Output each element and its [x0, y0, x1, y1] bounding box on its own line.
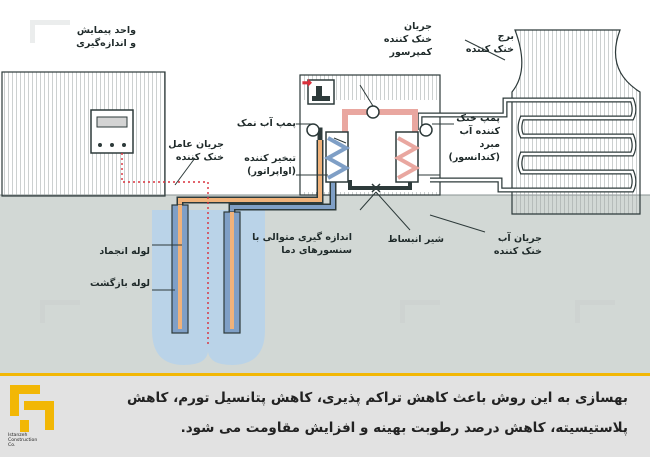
watermark [30, 20, 615, 323]
leader-line [359, 191, 377, 211]
water-flow-label: جریان آب خنک کننده [486, 232, 542, 258]
compressor-base [312, 96, 330, 101]
condenser-zigzag [393, 136, 421, 180]
label-line: کمپرسور [389, 47, 432, 58]
control-knob [110, 143, 114, 147]
evaporator-label: تبخیر کننده (اواپراتور) [232, 152, 296, 178]
refrigerant-loop-lower [348, 180, 412, 190]
label-line: پمپ خنک [456, 113, 500, 124]
water-pipe-supply-inner [418, 98, 520, 130]
freeze-pipe-inner [178, 205, 182, 329]
company-logo [10, 385, 54, 432]
label-line: خنک کننده [175, 152, 224, 163]
logo-line: Construction [8, 438, 38, 443]
logo-text: Istanzeh Construction Co. [8, 433, 66, 448]
leader-line [375, 191, 411, 231]
caption-footer: Istanzeh Construction Co. بهسازی به این … [0, 373, 650, 457]
cooling-tower [511, 29, 641, 215]
leader-line [429, 214, 486, 233]
footer-accent-line [0, 373, 650, 376]
leader-line [174, 157, 196, 186]
cooling-pump-label: پمپ خنک کننده آب مبرد (کندانسور) [440, 112, 501, 164]
refrigerant-loop [342, 109, 418, 150]
continuous-measure-label: اندازه گیری متوالی با سنسورهای دما [240, 231, 352, 257]
label-line: برج [497, 31, 514, 42]
compressor-flow-label: جریان خنک کننده کمپرسور [360, 20, 432, 59]
label-line: خنک کننده [493, 246, 542, 257]
brine-pump [306, 123, 320, 137]
label-line: (کندانسور) [448, 152, 501, 163]
label-line: سنسورهای دما [281, 245, 352, 256]
label-line: تبخیر کننده [244, 153, 296, 164]
caption-line: پلاستیسیته، کاهش درصد رطوبت بهینه و افزا… [180, 420, 628, 436]
control-knob [98, 143, 102, 147]
ground [0, 195, 650, 373]
tower-coil-inner [518, 98, 636, 192]
freeze-pipe-inner [230, 212, 234, 329]
evaporator-zigzag [333, 137, 347, 144]
ground-freezing-diagram [0, 20, 650, 373]
return-pipe-label: لوله بازگشت [89, 278, 150, 289]
label-line: جریان عامل [168, 139, 224, 150]
label-line: و اندازه‌گیری [76, 38, 136, 49]
logo-line: Istanzeh [8, 433, 28, 438]
label-line: (اواپراتور) [247, 166, 296, 177]
expansion-valve-label: شیر انبساط [387, 234, 444, 245]
label-line: مبرد [479, 139, 500, 150]
measurement-unit-label: واحد پیمایش و اندازه‌گیری [32, 24, 136, 50]
logo-line: Co. [8, 443, 16, 448]
control-knob [122, 143, 126, 147]
refrigerant-compressor [366, 105, 380, 119]
caption-text: بهسازی به این روش باعث کاهش تراکم پذیری،… [68, 383, 628, 443]
leader-line [359, 84, 374, 107]
cooling-tower-label: برج خنک کننده [448, 30, 514, 56]
caption-line: بهسازی به این روش باعث کاهش تراکم پذیری،… [127, 390, 628, 406]
working-fluid-label: جریان عامل خنک کننده [164, 138, 224, 164]
measurement-building [1, 71, 166, 197]
label-line: خنک کننده [383, 34, 432, 45]
label-line: خنک کننده [465, 44, 514, 55]
label-line: واحد پیمایش [76, 25, 136, 36]
brine-pump-label: پمپ آب نمک [236, 118, 296, 129]
leader-line [464, 39, 506, 61]
flow-arrow-icon [302, 78, 312, 87]
sensor-line [121, 153, 209, 345]
expansion-valve-icon [371, 183, 381, 193]
control-display [96, 116, 128, 128]
label-line: اندازه گیری متوالی با [252, 232, 352, 243]
evaporator-zigzag [323, 136, 351, 180]
label-line: جریان [404, 21, 432, 32]
compressor-body [316, 86, 322, 96]
water-pump [419, 123, 433, 137]
water-pipe-return [430, 177, 520, 193]
label-line: جریان آب [497, 233, 542, 244]
water-pipe-return-inner [430, 178, 520, 192]
freeze-pipe-label: لوله انجماد [99, 246, 150, 257]
label-line: کننده آب [459, 126, 501, 137]
